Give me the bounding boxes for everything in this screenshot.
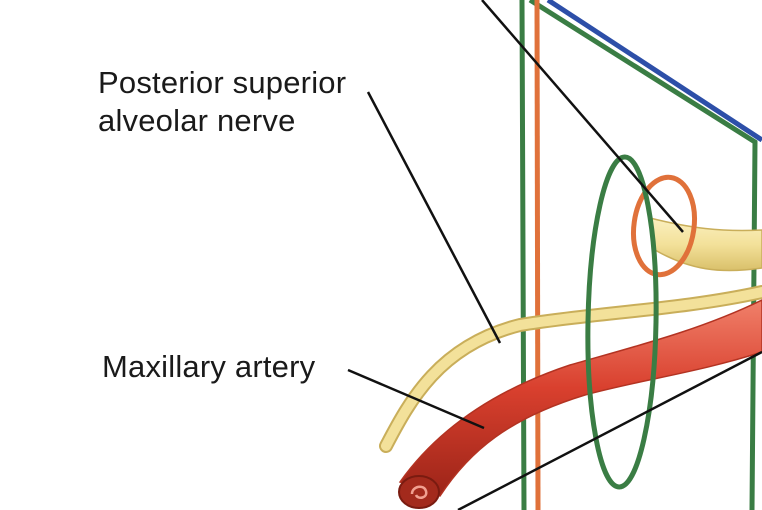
psa-nerve-fill	[381, 287, 762, 451]
leader-line-bottom	[457, 350, 762, 510]
green-loop	[585, 154, 659, 490]
leader-line-nerve	[366, 91, 502, 344]
blue-plane-edge	[546, 0, 762, 143]
leader-line-top	[481, 0, 684, 233]
psa-nerve-label: Posterior superior alveolar nerve	[98, 64, 346, 140]
green-plane-outline	[519, 0, 758, 510]
artery-cut-end	[398, 475, 440, 509]
orange-vertical-line	[534, 0, 541, 510]
leader-line-artery	[347, 368, 485, 430]
psa-nerve-label-line1: Posterior superior	[98, 65, 347, 100]
nerve-trunk	[649, 216, 762, 272]
maxillary-artery-label: Maxillary artery	[102, 349, 316, 384]
artery-lumen	[410, 485, 428, 500]
psa-nerve-label-line2: alveolar nerve	[98, 103, 296, 138]
maxillary-artery-shape	[398, 299, 762, 497]
